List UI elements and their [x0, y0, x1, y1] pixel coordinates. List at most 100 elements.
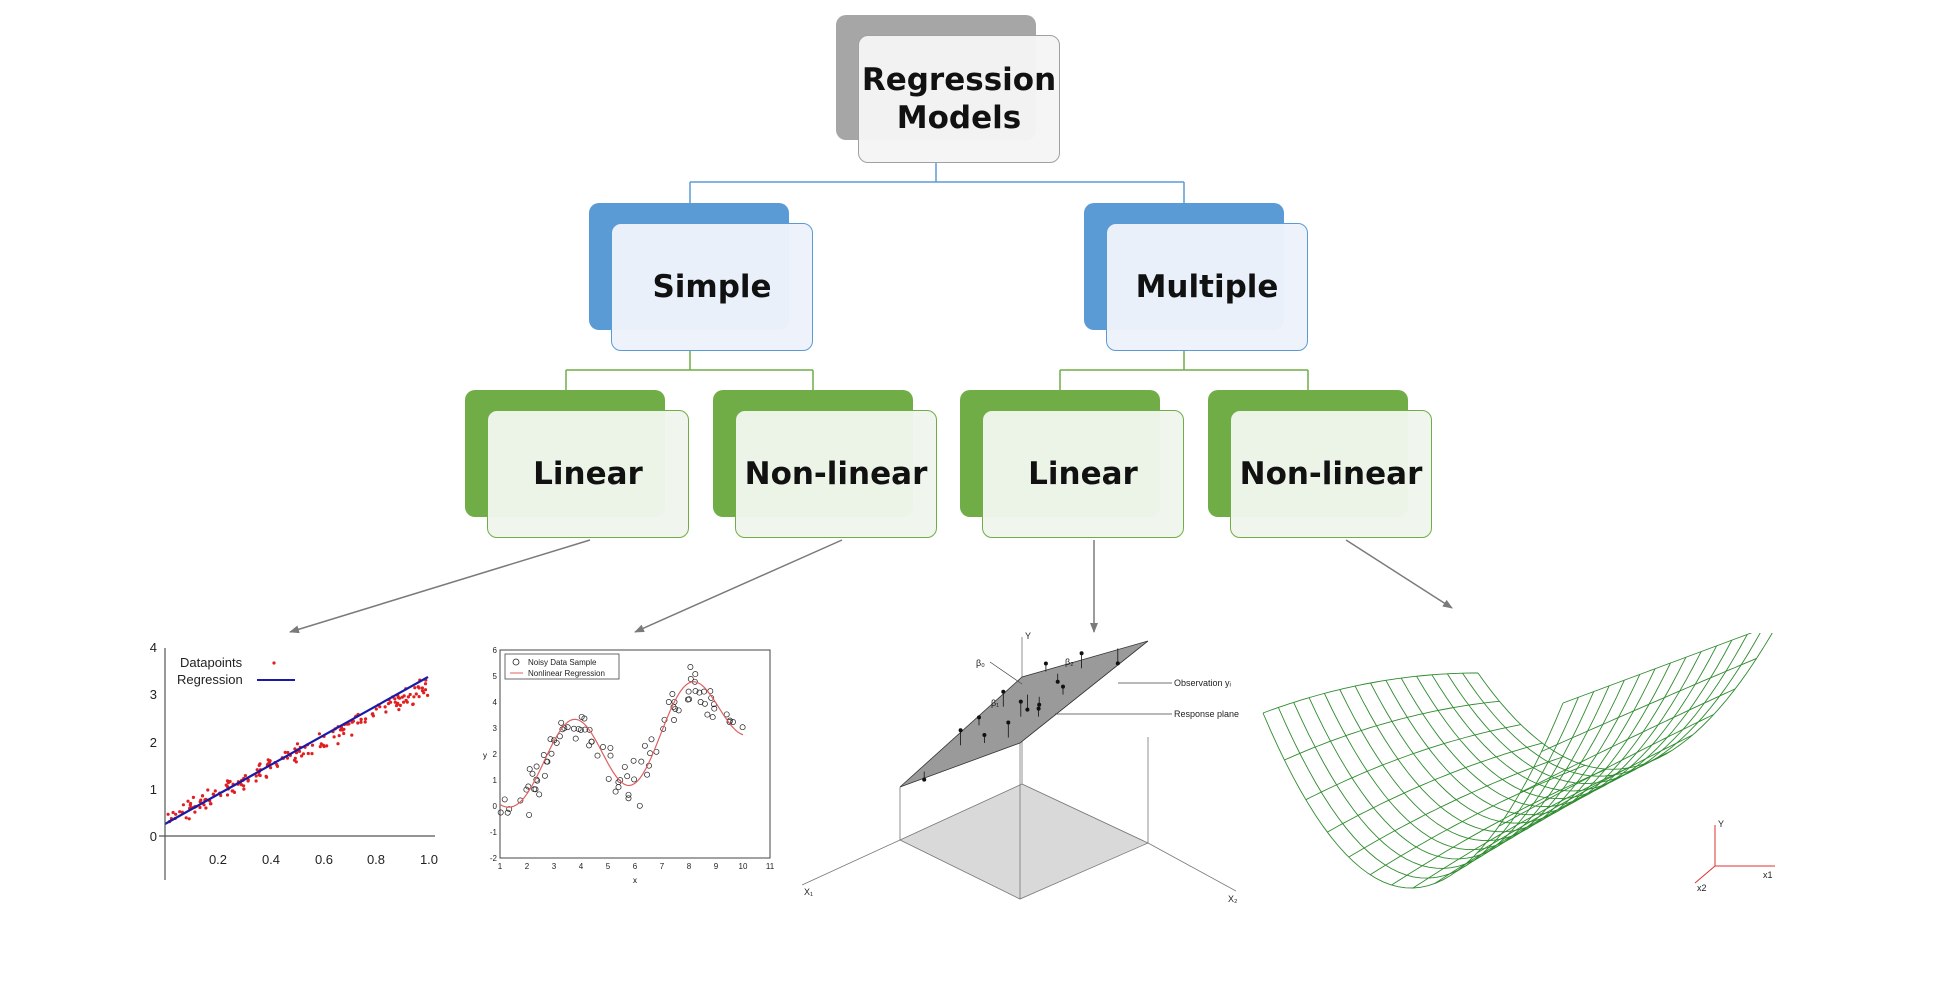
- sample-point: [625, 795, 632, 802]
- data-point: [310, 743, 315, 747]
- label-y: Y: [1718, 819, 1724, 829]
- data-point: [406, 695, 410, 699]
- regression-line: [164, 676, 429, 825]
- data-point: [397, 696, 402, 700]
- data-point: [414, 692, 418, 696]
- sample-point: [696, 689, 703, 696]
- sample-point: [704, 711, 711, 718]
- mesh-line: [1262, 672, 1478, 714]
- data-point: [242, 787, 246, 791]
- sample-point: [600, 744, 606, 750]
- data-point: [209, 802, 213, 806]
- node-label: Multiple: [1106, 223, 1308, 351]
- sample-point: [617, 777, 624, 784]
- data-point: [286, 750, 290, 755]
- arrow-simple-linear: [289, 539, 591, 634]
- data-point: [426, 693, 430, 697]
- sample-point: [517, 797, 524, 804]
- data-point: [201, 794, 205, 798]
- sample-point: [553, 739, 560, 746]
- sample-point: [644, 771, 651, 778]
- node-label: Linear: [982, 410, 1184, 538]
- data-point: [285, 756, 290, 760]
- axis-labels: Y x1 x2: [1697, 819, 1773, 893]
- legend-regression: Regression: [177, 672, 243, 687]
- sample-point: [541, 772, 548, 779]
- sample-point: [501, 796, 508, 803]
- data-point: [225, 779, 230, 783]
- data-point: [412, 695, 416, 699]
- sample-point: [624, 773, 631, 780]
- sample-point: [607, 752, 614, 759]
- sample-point: [564, 724, 571, 731]
- observation-point: [1018, 699, 1023, 704]
- data-point: [408, 692, 412, 697]
- data-point: [295, 742, 300, 746]
- data-point: [364, 717, 368, 721]
- sample-point: [548, 750, 555, 757]
- x-ticks: 0.2 0.4 0.6 0.8 1.0: [209, 852, 438, 867]
- data-point: [342, 727, 346, 731]
- data-point: [199, 798, 203, 802]
- data-point: [337, 734, 341, 738]
- label-x1: x1: [1763, 870, 1773, 880]
- data-point: [211, 792, 215, 796]
- observation-point: [977, 715, 981, 720]
- y-tick: 0: [150, 829, 157, 844]
- mesh-line: [1498, 714, 1714, 827]
- arrow-simple-nonlinear: [634, 539, 843, 633]
- observation-point: [1043, 661, 1048, 666]
- data-point: [198, 805, 202, 810]
- mesh-line: [1339, 674, 1641, 842]
- data-point: [174, 812, 178, 816]
- data-point: [417, 695, 421, 699]
- sample-point: [631, 776, 638, 783]
- observation-point: [1036, 706, 1041, 711]
- data-point: [292, 758, 297, 762]
- sample-point: [641, 742, 648, 749]
- sample-point: [612, 788, 619, 795]
- sample-point: [497, 809, 504, 816]
- data-point: [204, 806, 208, 810]
- mesh-line: [1477, 734, 1693, 854]
- node-label: Non-linear: [1230, 410, 1432, 538]
- sample-point: [544, 758, 551, 765]
- data-point: [398, 703, 402, 707]
- label-x1: X₁: [804, 887, 813, 897]
- data-point: [189, 801, 193, 806]
- y-tick: 1: [493, 776, 498, 785]
- data-point: [321, 743, 325, 747]
- sample-point: [711, 705, 718, 712]
- data-point: [184, 816, 188, 820]
- sample-point: [701, 688, 707, 695]
- data-point: [310, 752, 314, 756]
- sample-point: [625, 791, 632, 798]
- data-point: [171, 810, 175, 815]
- y-tick: -2: [490, 854, 498, 863]
- mesh-line: [1308, 685, 1610, 860]
- sample-point: [529, 770, 536, 777]
- data-point: [423, 688, 428, 692]
- sample-point: [607, 744, 614, 751]
- mesh-line: [1562, 633, 1753, 704]
- sample-point: [586, 742, 593, 749]
- sample-point: [588, 738, 595, 745]
- sample-point: [636, 802, 643, 809]
- observations: [922, 648, 1120, 782]
- label-y: Y: [1025, 631, 1031, 641]
- mesh-line: [1477, 633, 1773, 770]
- box-edges: [801, 637, 1237, 899]
- y-tick: 5: [493, 672, 498, 681]
- sample-point: [506, 806, 513, 813]
- mesh-line: [1446, 634, 1748, 784]
- data-point: [254, 774, 258, 778]
- sample-point: [586, 726, 593, 733]
- x-ticks: 1 2 3 4 5 6 7 8 9 10 11: [498, 862, 775, 871]
- sample-point: [638, 758, 645, 765]
- sample-point: [692, 688, 699, 695]
- sample-point: [686, 696, 693, 703]
- data-point: [266, 758, 270, 762]
- illustration-arrows: [289, 539, 1453, 634]
- multiple-connector: [1059, 350, 1309, 390]
